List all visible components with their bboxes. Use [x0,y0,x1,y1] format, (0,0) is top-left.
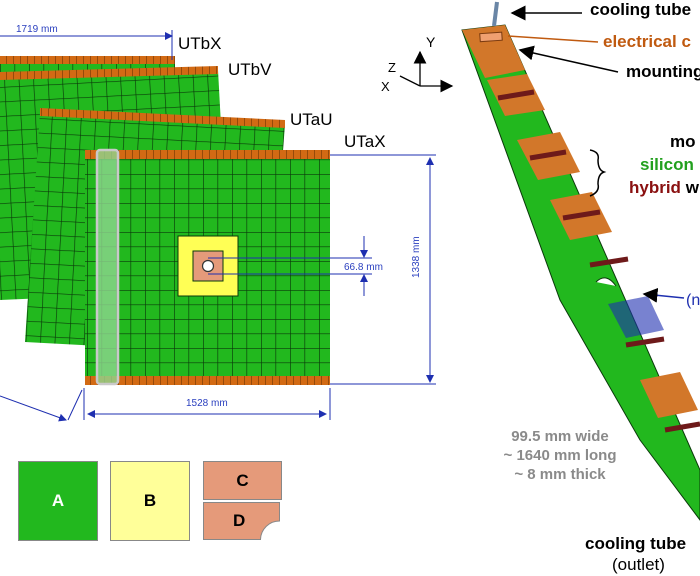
dim-height: 1338 mm [411,236,422,278]
legend-sensor-d: D [203,502,280,540]
callout-hybrid-line: hybrid w [629,178,699,198]
label-utbx: UTbX [178,34,222,53]
callout-note: (n [686,292,700,309]
dim-top-width: 1719 mm [16,24,58,35]
spec-width: 99.5 mm wide [511,428,609,445]
callout-hybrid-tail: w [685,178,699,197]
callout-electrical: electrical c [603,32,691,51]
dim-inner: 66.8 mm [344,262,383,273]
callout-silicon: silicon [640,155,694,174]
axis-x-label: X [381,79,390,94]
stave [461,1,700,521]
callout-mounting: mounting [626,62,700,81]
callout-modules: mo [670,132,696,151]
axis-y-label: Y [426,34,436,50]
axes-indicator [399,50,454,93]
legend-sensor-d-label: D [233,511,246,530]
dimension-lines [0,30,436,422]
callout-cooling-outlet: cooling tube [585,534,687,553]
label-utbv: UTbV [228,60,272,79]
callout-arrows [507,5,685,303]
legend-sensor-a: A [18,461,98,541]
legend-sensor-c: C [203,461,282,500]
label-utau: UTaU [290,110,333,129]
spec-thickness: ~ 8 mm thick [514,466,606,483]
legend-sensor-b: B [110,461,190,541]
stave-specs: 99.5 mm wide ~ 1640 mm long ~ 8 mm thick [480,427,640,484]
plane-utax [85,148,330,386]
callout-outlet: (outlet) [612,555,665,574]
dim-bottom-width: 1528 mm [186,398,228,409]
axis-z-label: Z [388,60,396,75]
callout-cooling-inlet: cooling tube [590,0,692,19]
callout-hybrid: hybrid [629,178,681,197]
label-utax: UTaX [344,132,386,151]
spec-length: ~ 1640 mm long [503,447,617,464]
